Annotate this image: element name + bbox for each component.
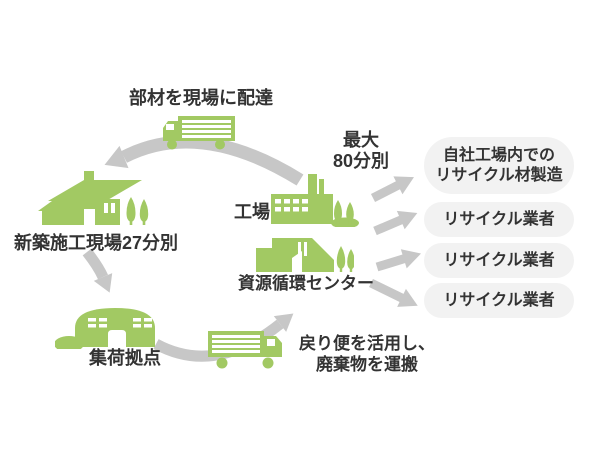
recycler-box-2-label: リサイクル業者: [443, 251, 555, 269]
arrow-to-recycler-1-icon: [373, 210, 418, 236]
deliver-label: 部材を現場に配達: [129, 88, 273, 108]
collection-point-label: 集荷拠点: [89, 348, 161, 368]
recycler-box-2: リサイクル業者: [424, 243, 574, 278]
factory-icon: [271, 174, 359, 227]
delivery-truck-icon: [163, 116, 235, 150]
return-truck-icon: [208, 331, 282, 369]
arrow-site-to-collection-icon: [82, 248, 113, 293]
arrow-to-recycler-2-icon: [375, 249, 421, 272]
return-trip-line1: 戻り便を活用し、: [299, 334, 435, 353]
return-trip-line2: 廃棄物を運搬: [316, 355, 418, 374]
recycle-center-label: 資源循環センター: [238, 274, 374, 293]
arrow-to-own-factory-icon: [370, 176, 414, 203]
own-factory-recycle-box: 自社工場内での リサイクル材製造: [424, 137, 574, 194]
recycler-box-1-label: リサイクル業者: [443, 210, 555, 228]
construction-site-label: 新築施工現場27分別: [13, 233, 179, 253]
own-factory-recycle-line2: リサイクル材製造: [435, 166, 563, 184]
factory-label: 工場: [234, 202, 270, 222]
warehouse-icon: [55, 308, 155, 349]
arrow-factory-to-site-icon: [104, 135, 304, 186]
recycler-box-3-label: リサイクル業者: [443, 291, 555, 309]
return-trip-label: 戻り便を活用し、 廃棄物を運搬: [294, 333, 440, 375]
recycler-box-1: リサイクル業者: [424, 202, 574, 237]
own-factory-recycle-line1: 自社工場内での: [442, 146, 555, 164]
arrow-to-recycler-3-icon: [369, 278, 418, 307]
max-separation-line1: 最大: [343, 130, 379, 150]
max-separation-label: 最大 80分別: [321, 130, 401, 172]
max-separation-line2: 80分別: [332, 151, 390, 171]
house-icon: [38, 171, 149, 225]
recycler-box-3: リサイクル業者: [424, 283, 574, 318]
recycle-center-icon: [256, 238, 354, 272]
